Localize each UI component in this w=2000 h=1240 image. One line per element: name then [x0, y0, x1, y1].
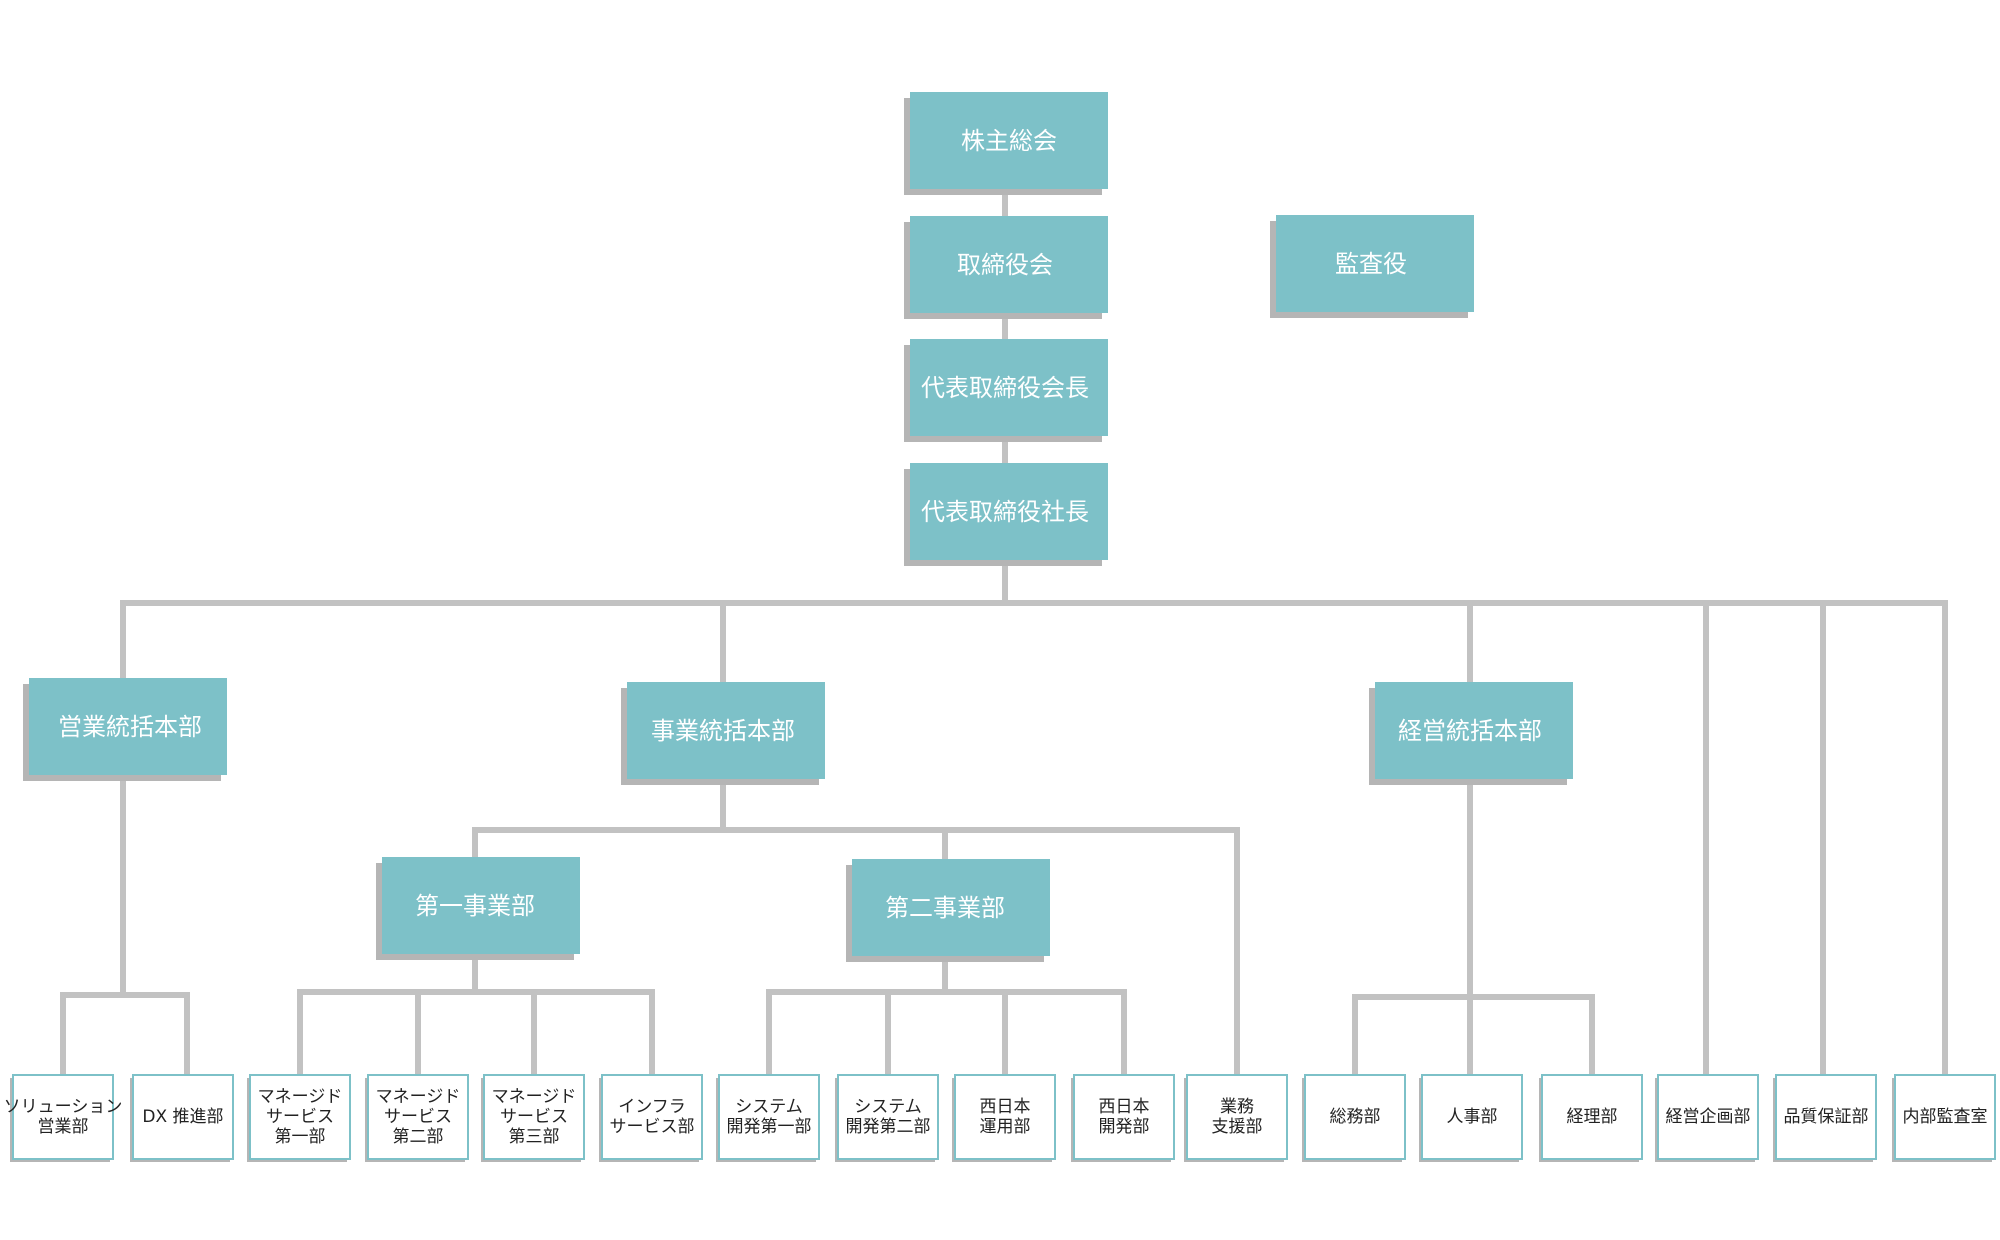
- leaf-label: 品質保証部: [1784, 1107, 1869, 1127]
- leaf-label: マネージド: [258, 1087, 343, 1107]
- leaf-box-internal-audit: 内部監査室: [1892, 1074, 1996, 1162]
- auditor-box: 監査役: [1270, 215, 1474, 318]
- leaf-label: インフラ: [618, 1097, 686, 1117]
- business-hq-label: 事業統括本部: [651, 717, 795, 745]
- management-hq-label: 経営統括本部: [1398, 717, 1542, 745]
- leaf-label: 支援部: [1212, 1117, 1263, 1137]
- auditor-label: 監査役: [1335, 250, 1407, 278]
- leaf-label: 経理部: [1567, 1107, 1618, 1127]
- leaf-box-general-affairs: 総務部: [1302, 1074, 1406, 1162]
- president-label: 代表取締役社長: [921, 498, 1089, 526]
- sales-hq-label: 営業統括本部: [58, 713, 202, 741]
- leaf-label: 第二部: [393, 1127, 444, 1147]
- leaf-label: システム: [735, 1097, 803, 1117]
- div1-label: 第一事業部: [415, 892, 535, 920]
- leaf-label: サービス: [266, 1107, 334, 1127]
- leaf-label: 開発第一部: [727, 1117, 812, 1137]
- leaf-label: 第三部: [509, 1127, 560, 1147]
- management-hq-box: 経営統括本部: [1369, 682, 1573, 785]
- div2-label: 第二事業部: [885, 894, 1005, 922]
- shareholders-meeting-label: 株主総会: [961, 127, 1057, 155]
- leaf-label: 人事部: [1447, 1107, 1498, 1127]
- leaf-label: ソリューション: [4, 1097, 123, 1117]
- sales-hq-box: 営業統括本部: [23, 678, 227, 781]
- chairman-label: 代表取締役会長: [921, 374, 1089, 402]
- leaf-label: システム: [854, 1097, 922, 1117]
- leaf-label: サービス: [384, 1107, 452, 1127]
- leaf-label: サービス部: [610, 1117, 695, 1137]
- board-of-directors-box: 取締役会: [904, 216, 1108, 319]
- leaf-label: DX 推進部: [142, 1107, 223, 1127]
- leaf-label: 西日本: [980, 1097, 1031, 1117]
- leaf-box-hr: 人事部: [1419, 1074, 1523, 1162]
- leaf-label: サービス: [500, 1107, 568, 1127]
- leaf-label: マネージド: [376, 1087, 461, 1107]
- leaf-label: 経営企画部: [1666, 1107, 1751, 1127]
- leaf-label: 第一部: [275, 1127, 326, 1147]
- leaf-label: 西日本: [1099, 1097, 1150, 1117]
- president-box: 代表取締役社長: [904, 463, 1108, 566]
- shareholders-meeting-box: 株主総会: [904, 92, 1108, 195]
- leaf-label: 運用部: [980, 1117, 1031, 1137]
- connector-lines: [60, 187, 1948, 1078]
- leaf-box-corp-planning: 経営企画部: [1655, 1074, 1759, 1162]
- business-hq-box: 事業統括本部: [621, 682, 825, 785]
- leaf-label: 内部監査室: [1903, 1107, 1988, 1127]
- leaf-label: マネージド: [492, 1087, 577, 1107]
- leaf-label: 総務部: [1330, 1107, 1381, 1127]
- leaf-label: 開発部: [1099, 1117, 1150, 1137]
- chairman-box: 代表取締役会長: [904, 339, 1108, 442]
- board-of-directors-label: 取締役会: [957, 251, 1053, 279]
- div1-box: 第一事業部: [376, 857, 580, 960]
- leaf-label: 営業部: [38, 1117, 89, 1137]
- leaf-box-accounting: 経理部: [1539, 1074, 1643, 1162]
- div2-box: 第二事業部: [846, 859, 1050, 962]
- leaf-box-qa: 品質保証部: [1773, 1074, 1877, 1162]
- leaf-label: 業務: [1220, 1097, 1254, 1117]
- leaf-box-dx: DX 推進部: [130, 1074, 234, 1162]
- leaf-label: 開発第二部: [846, 1117, 931, 1137]
